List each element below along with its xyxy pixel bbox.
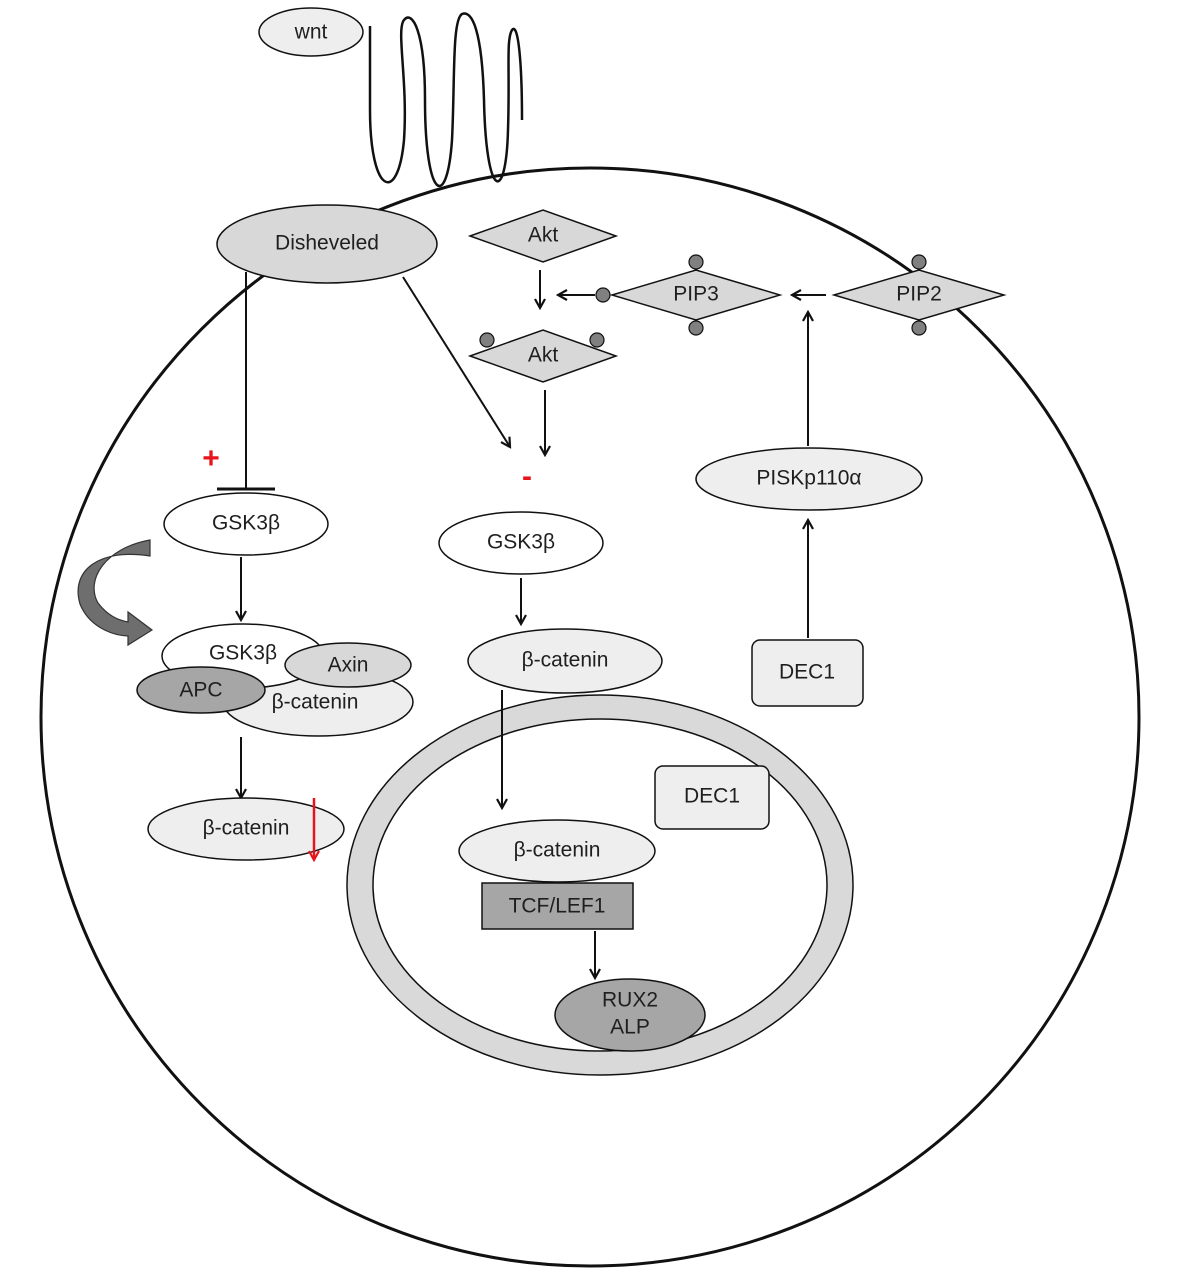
apc-ellipse bbox=[136, 666, 266, 714]
bcatenin-low-ellipse bbox=[147, 797, 345, 861]
dec1-nucleus-label: DEC1 bbox=[684, 785, 740, 808]
wnt-label: wnt bbox=[294, 21, 328, 44]
dec1-cytoplasm-label: DEC1 bbox=[779, 661, 835, 684]
plus-sign: + bbox=[202, 442, 220, 475]
minus-sign: - bbox=[522, 460, 532, 493]
bcatenin-mid-ellipse bbox=[467, 628, 663, 694]
curved-recruitment-arrow bbox=[77, 539, 154, 647]
pisk-ellipse bbox=[695, 447, 923, 511]
frizzled-receptor bbox=[368, 12, 524, 188]
bcatenin-low-label: β-catenin bbox=[203, 817, 290, 840]
axin-label: Axin bbox=[328, 654, 369, 677]
bcatenin-complex-label: β-catenin bbox=[272, 691, 359, 714]
phosphate-dot bbox=[688, 320, 704, 336]
cell-membrane bbox=[39, 166, 1141, 1268]
gsk3b-left-label: GSK3β bbox=[212, 512, 280, 535]
rux2-label: RUX2 bbox=[602, 989, 658, 1012]
dec1-cytoplasm-box bbox=[751, 639, 864, 707]
wnt-ellipse bbox=[258, 7, 364, 57]
bcatenin-nucleus-label: β-catenin bbox=[514, 839, 601, 862]
phosphate-dot bbox=[589, 332, 605, 348]
tcf-lef1-label: TCF/LEF1 bbox=[509, 895, 606, 918]
target-genes-ellipse bbox=[554, 978, 706, 1052]
bcatenin-nucleus-ellipse bbox=[458, 819, 656, 883]
disheveled-label: Disheveled bbox=[275, 232, 379, 255]
pip3-label: PIP3 bbox=[673, 283, 719, 306]
akt-mid-label: Akt bbox=[528, 344, 559, 367]
phosphate-dot bbox=[911, 254, 927, 270]
gsk3b-mid-ellipse bbox=[438, 511, 604, 575]
pip3-diamond bbox=[609, 269, 783, 321]
disheveled-ellipse bbox=[216, 204, 438, 284]
gsk3b-left-ellipse bbox=[163, 492, 329, 556]
akt-mid-diamond bbox=[467, 329, 619, 383]
pisk-label: PISKp110α bbox=[756, 467, 861, 490]
phosphate-dot bbox=[911, 320, 927, 336]
disheveled-arrow bbox=[402, 276, 510, 447]
phosphate-dot bbox=[479, 332, 495, 348]
phosphate-dot bbox=[688, 254, 704, 270]
dec1-nucleus-box bbox=[654, 765, 770, 830]
gsk3b-complex-label: GSK3β bbox=[209, 642, 277, 665]
pip2-diamond bbox=[831, 269, 1007, 321]
axin-ellipse bbox=[284, 642, 412, 688]
tcf-lef1-box bbox=[481, 882, 634, 930]
bcatenin-mid-label: β-catenin bbox=[522, 649, 609, 672]
akt-top-label: Akt bbox=[528, 224, 559, 247]
phosphate-dot bbox=[595, 287, 611, 303]
alp-label: ALP bbox=[610, 1016, 650, 1039]
akt-top-diamond bbox=[467, 209, 619, 263]
gsk3b-mid-label: GSK3β bbox=[487, 531, 555, 554]
apc-label: APC bbox=[179, 679, 222, 702]
pip2-label: PIP2 bbox=[896, 283, 942, 306]
